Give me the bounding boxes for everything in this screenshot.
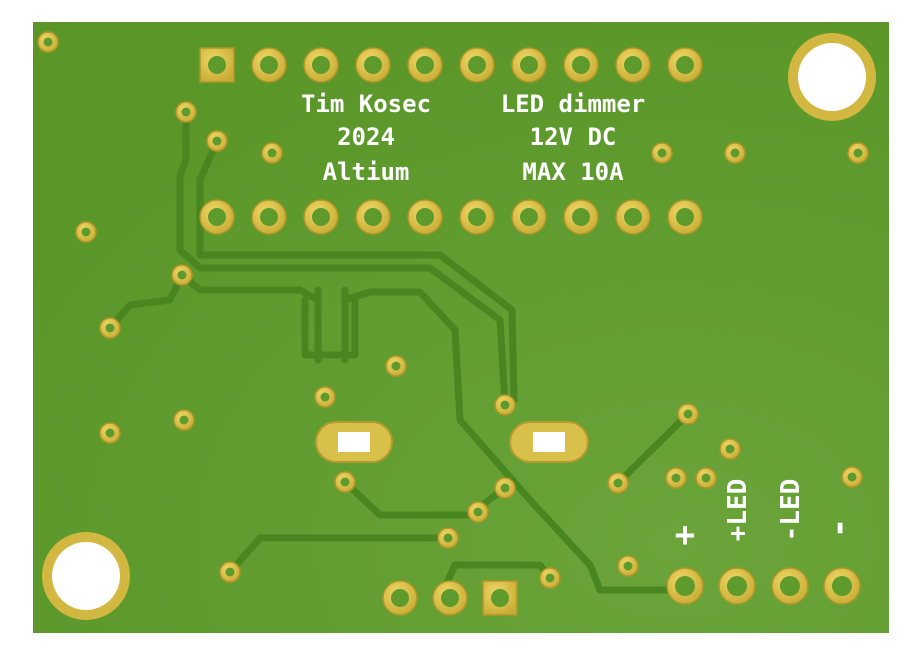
via-13: [314, 386, 336, 408]
via-19: [494, 477, 516, 499]
connector-pin-1: [382, 580, 418, 616]
via-12: [494, 394, 516, 416]
connector-pin-2: [432, 580, 468, 616]
silk-pin-led-plus: +LED: [723, 479, 753, 542]
header-pin-bottom-7: [511, 199, 547, 235]
header-pin-bottom-4: [355, 199, 391, 235]
silk-pin-led-minus: -LED: [776, 479, 806, 542]
via-15: [99, 422, 121, 444]
silk-tool: Altium: [323, 158, 410, 186]
via-8: [75, 221, 97, 243]
silk-voltage: 12V DC: [530, 123, 617, 151]
via-20: [607, 472, 629, 494]
header-pin-top-6: [459, 47, 495, 83]
via-2: [175, 101, 197, 123]
header-pin-bottom-6: [459, 199, 495, 235]
header-pin-top-1: [199, 47, 235, 83]
via-4: [261, 142, 283, 164]
via-18: [334, 471, 356, 493]
via-27: [617, 555, 639, 577]
header-pin-top-4: [355, 47, 391, 83]
header-pin-bottom-2: [251, 199, 287, 235]
terminal-minus: [823, 567, 861, 605]
connector-pin-3: [482, 580, 518, 616]
via-23: [841, 466, 863, 488]
via-6: [724, 142, 746, 164]
via-11: [385, 355, 407, 377]
terminal-plus: [666, 567, 704, 605]
header-pin-top-5: [407, 47, 443, 83]
pcb-substrate: [33, 22, 889, 633]
via-10: [99, 317, 121, 339]
via-28: [539, 567, 561, 589]
terminal-led-plus: [718, 567, 756, 605]
silk-current: MAX 10A: [522, 158, 624, 186]
through-hole-pads: [37, 31, 869, 616]
header-pin-top-8: [563, 47, 599, 83]
header-pin-top-3: [303, 47, 339, 83]
via-26: [219, 561, 241, 583]
silk-pin-plus: +: [675, 515, 695, 555]
header-pin-bottom-9: [615, 199, 651, 235]
mounting-hole-bottom-left: [42, 532, 130, 620]
header-pin-top-2: [251, 47, 287, 83]
via-16: [677, 403, 699, 425]
smd-pad-right: [509, 421, 589, 463]
via-24: [467, 501, 489, 523]
silk-year: 2024: [337, 123, 395, 151]
via-5: [651, 142, 673, 164]
header-pin-top-9: [615, 47, 651, 83]
silk-product: LED dimmer: [501, 90, 646, 118]
header-pin-bottom-1: [199, 199, 235, 235]
silk-pin-minus: -: [819, 518, 859, 538]
via-7: [847, 142, 869, 164]
header-pin-bottom-8: [563, 199, 599, 235]
via-1: [37, 31, 59, 53]
silk-author: Tim Kosec: [301, 90, 431, 118]
via-22: [695, 467, 717, 489]
via-3: [206, 130, 228, 152]
header-pin-top-7: [511, 47, 547, 83]
smd-pad-left: [315, 421, 393, 463]
header-pin-bottom-3: [303, 199, 339, 235]
via-9: [171, 264, 193, 286]
header-pin-bottom-10: [667, 199, 703, 235]
mounting-hole-top-right: [788, 33, 876, 121]
via-25: [437, 527, 459, 549]
via-21: [665, 467, 687, 489]
terminal-led-minus: [771, 567, 809, 605]
via-14: [173, 409, 195, 431]
header-pin-top-10: [667, 47, 703, 83]
via-17: [719, 438, 741, 460]
header-pin-bottom-5: [407, 199, 443, 235]
